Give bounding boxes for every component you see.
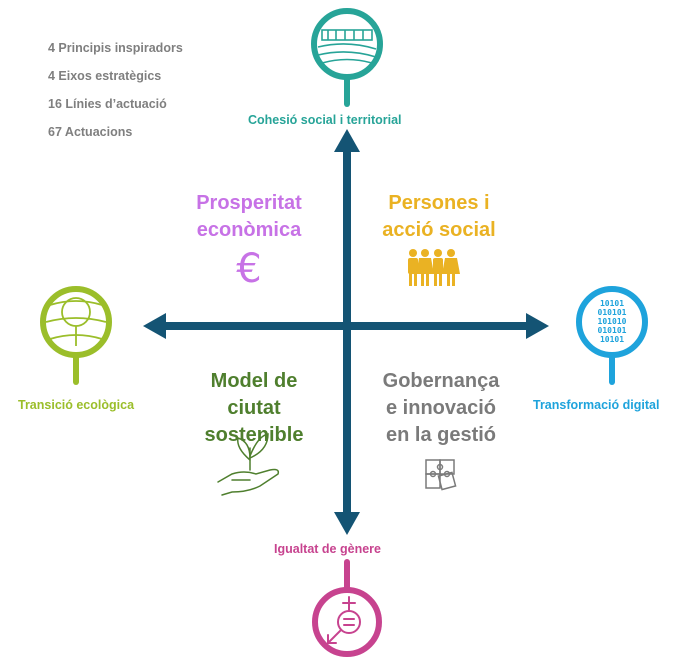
label-ecologica: Transició ecològica — [18, 398, 135, 412]
quadrant-gobernanca: Gobernança e innovació en la gestió — [366, 368, 516, 449]
binary-row: 10101 — [600, 335, 624, 344]
arrow-down — [334, 512, 360, 535]
stats-list: 4 Principis inspiradors 4 Eixos estratèg… — [48, 41, 183, 153]
quadrant-persones-line1: Persones i — [388, 192, 490, 214]
quadrant-model-line1: Model de — [210, 370, 298, 392]
quadrant-gobernanca-line2: e innovació — [385, 397, 497, 419]
label-digital: Transformació digital — [533, 398, 660, 412]
arrow-up — [334, 129, 360, 152]
quadrant-model: Model de ciutat sostenible — [179, 368, 329, 449]
quadrant-gobernanca-line3: en la gestió — [385, 424, 497, 446]
stat-eixos: 4 Eixos estratègics — [48, 69, 162, 83]
genere-icon — [312, 559, 382, 657]
binary-row: 010101 — [598, 326, 627, 335]
arrow-left — [143, 313, 166, 339]
binary-row: 10101 — [600, 299, 624, 308]
label-genere: Igualtat de gènere — [274, 542, 381, 556]
quadrant-prosperitat: Prosperitat econòmica — [174, 190, 324, 244]
euro-icon: € — [236, 246, 261, 292]
quadrant-model-line2: ciutat — [227, 397, 281, 419]
quadrant-persones-line2: acció social — [382, 219, 496, 241]
stat-linies: 16 Línies d’actuació — [48, 97, 167, 111]
hand-sprout-icon — [217, 433, 280, 496]
quadrant-gobernanca-line1: Gobernança — [382, 370, 500, 392]
arrow-right — [526, 313, 549, 339]
puzzle-icon — [425, 459, 457, 491]
vertical-axis-line — [343, 150, 351, 514]
binary-row: 101010 — [598, 317, 627, 326]
axes — [143, 129, 549, 535]
ecologica-icon — [40, 286, 112, 385]
quadrant-persones: Persones i acció social — [364, 190, 514, 244]
stat-actuacions: 67 Actuacions — [48, 125, 133, 139]
cohesio-icon — [311, 8, 383, 107]
quadrant-prosperitat-line2: econòmica — [196, 219, 302, 241]
quadrant-model-line3: sostenible — [204, 424, 304, 446]
stat-principis: 4 Principis inspiradors — [48, 41, 183, 55]
quadrant-prosperitat-line1: Prosperitat — [196, 192, 302, 214]
people-icon — [408, 249, 460, 286]
binary-row: 010101 — [598, 308, 627, 317]
label-cohesio: Cohesió social i territorial — [248, 113, 402, 127]
horizontal-axis-line — [162, 322, 530, 330]
